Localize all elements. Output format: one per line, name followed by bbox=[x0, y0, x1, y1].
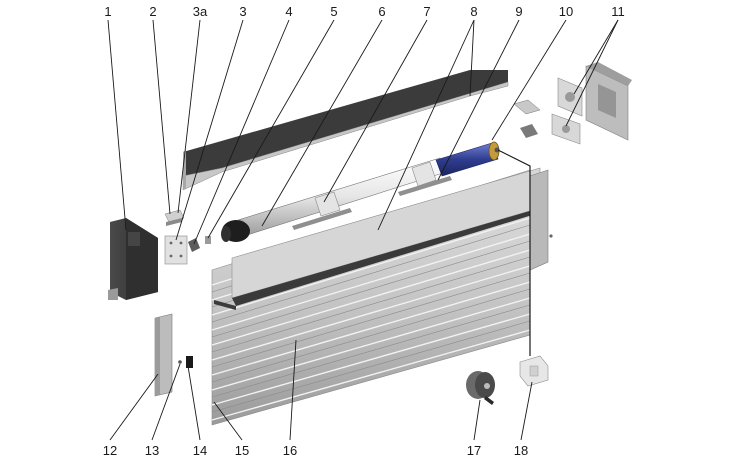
callout-12: 12 bbox=[103, 443, 117, 458]
callout-14: 14 bbox=[193, 443, 207, 458]
wall-switch bbox=[519, 355, 549, 387]
motor-cable bbox=[497, 149, 531, 356]
left-brackets bbox=[164, 209, 211, 265]
callout-16: 16 bbox=[283, 443, 297, 458]
key-switch bbox=[466, 371, 495, 405]
screw-part bbox=[178, 360, 182, 364]
callout-17: 17 bbox=[467, 443, 481, 458]
callout-15: 15 bbox=[235, 443, 249, 458]
callout-11: 11 bbox=[611, 4, 625, 19]
callout-8: 8 bbox=[470, 4, 477, 19]
tubular-motor bbox=[435, 141, 500, 177]
tube-ring-left bbox=[314, 191, 341, 217]
box-cover bbox=[182, 70, 509, 191]
callout-9: 9 bbox=[515, 4, 522, 19]
stopper-part bbox=[186, 356, 193, 368]
callout-7: 7 bbox=[423, 4, 430, 19]
leader-lines bbox=[107, 19, 619, 441]
callout-4: 4 bbox=[285, 4, 292, 19]
callout-18: 18 bbox=[514, 443, 528, 458]
tube-ring-right bbox=[411, 161, 437, 187]
callout-2: 2 bbox=[149, 4, 156, 19]
callout-labels: 1 2 3a 3 4 5 6 7 8 9 10 11 12 13 14 15 1… bbox=[103, 4, 625, 458]
callout-6: 6 bbox=[378, 4, 385, 19]
left-side-box bbox=[108, 218, 158, 300]
callout-10: 10 bbox=[559, 4, 573, 19]
callout-13: 13 bbox=[145, 443, 159, 458]
callout-5: 5 bbox=[330, 4, 337, 19]
right-guide-rail bbox=[529, 169, 553, 271]
guide-rail-piece bbox=[154, 313, 173, 397]
callout-1: 1 bbox=[104, 4, 111, 19]
right-bracket-set bbox=[513, 62, 632, 145]
callout-3a: 3a bbox=[193, 4, 208, 19]
left-end-cap bbox=[221, 220, 250, 242]
callout-3: 3 bbox=[239, 4, 246, 19]
